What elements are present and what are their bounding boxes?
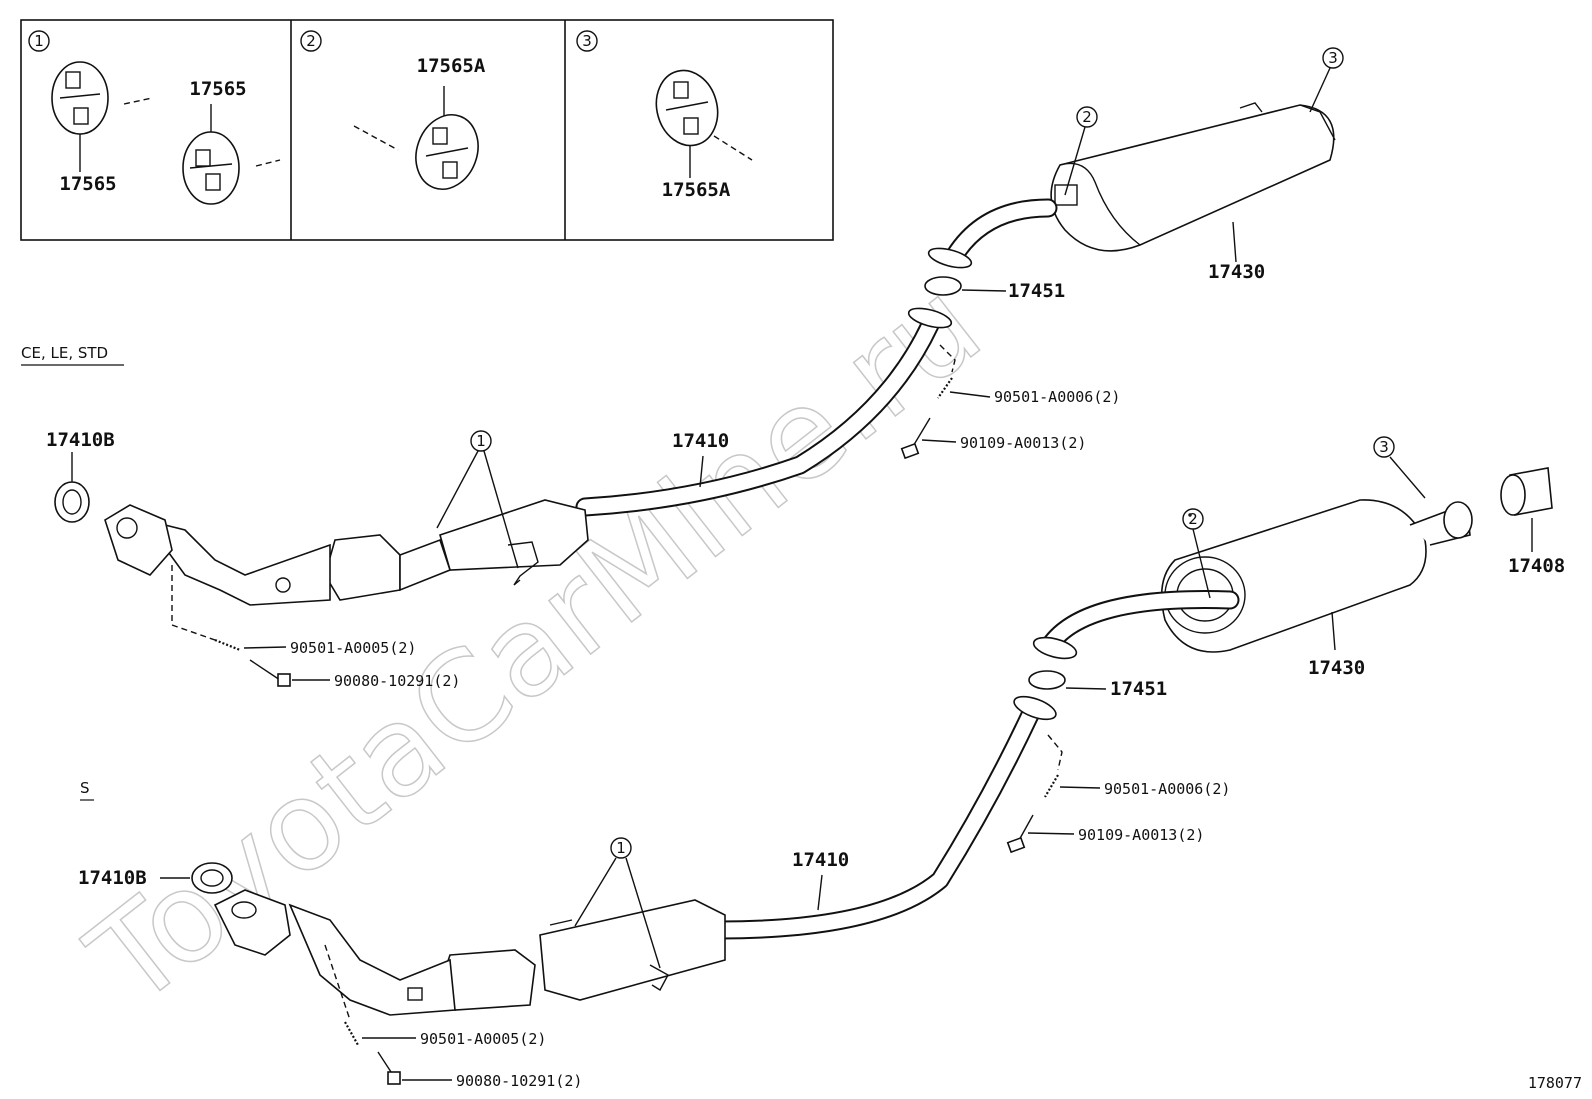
upper-catalytic-converter: [143, 499, 589, 606]
lower-exhaust-assembly: 17408 17451 17410B: [78, 436, 1565, 1090]
rubber-hanger-icon: [655, 69, 719, 147]
upper-callout-3: 3: [1328, 49, 1338, 67]
lower-spring-90501: [1044, 774, 1059, 798]
lower-callout-2: 2: [1188, 510, 1198, 528]
lower-label-90501-A0006: 90501-A0006(2): [1104, 780, 1230, 798]
part-label-17565A-a: 17565A: [417, 55, 486, 77]
lower-label-90109-A0013: 90109-A0013(2): [1078, 826, 1204, 844]
upper-callout-1: 1: [476, 432, 486, 450]
lower-front-spring: [344, 1021, 359, 1046]
lower-label-90501-A0005: 90501-A0005(2): [420, 1030, 546, 1048]
upper-label-17410B: 17410B: [46, 429, 115, 451]
part-label-17565-a: 17565: [59, 173, 116, 195]
upper-gasket-17451: [924, 276, 962, 296]
upper-front-gasket: [54, 481, 90, 523]
upper-label-17430: 17430: [1208, 261, 1265, 283]
variant-label-upper: CE, LE, STD: [21, 344, 108, 362]
rubber-hanger-icon: [415, 114, 479, 190]
upper-label-90501-A0006: 90501-A0006(2): [994, 388, 1120, 406]
lower-label-90080-10291: 90080-10291(2): [456, 1072, 582, 1090]
lower-catalytic-converter: [288, 899, 726, 1016]
upper-front-flange: [104, 504, 173, 576]
lower-callout-1: 1: [616, 839, 626, 857]
upper-label-17410: 17410: [672, 430, 729, 452]
lower-label-17430: 17430: [1308, 657, 1365, 679]
lower-front-flange: [213, 889, 291, 956]
inset-panel-3-number: 3: [582, 32, 592, 50]
upper-exhaust-assembly: 17451 17410B 2 3: [46, 47, 1344, 690]
hanger-inset: 1 17565 17565 2: [20, 19, 834, 241]
inset-panel-2: 2 17565A: [300, 30, 486, 190]
inset-panel-1-number: 1: [34, 32, 44, 50]
rubber-hanger-icon: [182, 131, 240, 205]
lower-front-gasket: [191, 862, 233, 894]
inset-panel-1: 1 17565 17565: [28, 30, 281, 205]
upper-label-90501-A0005: 90501-A0005(2): [290, 639, 416, 657]
lower-label-17408: 17408: [1508, 555, 1565, 577]
upper-label-17451: 17451: [1008, 280, 1065, 302]
lower-tip-17408: [1500, 467, 1553, 516]
upper-spring-90501: [937, 377, 953, 399]
lower-muffler: [1160, 499, 1427, 653]
lower-label-17451: 17451: [1110, 678, 1167, 700]
variant-label-lower: S: [80, 779, 90, 797]
upper-label-90109-A0013: 90109-A0013(2): [960, 434, 1086, 452]
upper-callout-2: 2: [1082, 108, 1092, 126]
lower-gasket-17451: [1028, 670, 1066, 690]
inset-panel-2-number: 2: [306, 32, 316, 50]
diagram-id: 178077: [1528, 1074, 1582, 1092]
upper-label-90080-10291: 90080-10291(2): [334, 672, 460, 690]
lower-label-17410B: 17410B: [78, 867, 147, 889]
lower-label-17410: 17410: [792, 849, 849, 871]
rubber-hanger-icon: [51, 61, 109, 135]
part-label-17565A-b: 17565A: [662, 179, 731, 201]
lower-callout-3: 3: [1379, 438, 1389, 456]
upper-front-spring: [214, 638, 241, 652]
part-label-17565-b: 17565: [189, 78, 246, 100]
inset-panel-3: 3 17565A: [576, 30, 753, 201]
